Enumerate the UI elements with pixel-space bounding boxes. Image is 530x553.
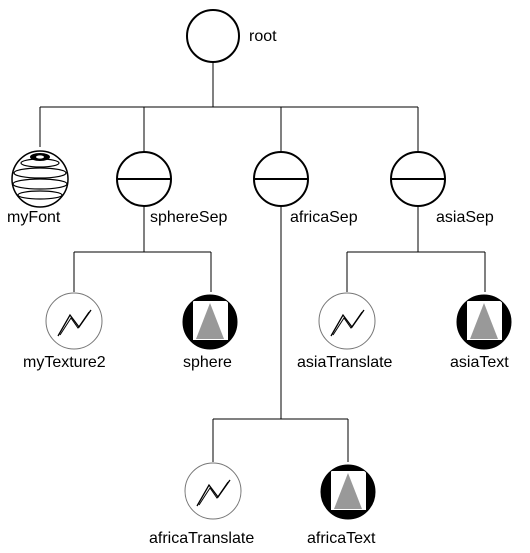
node-label: myTexture2 — [23, 354, 106, 371]
node-label: myFont — [7, 209, 61, 226]
node-sphere: sphere — [182, 294, 238, 371]
node-africaTranslate: africaTranslate — [149, 462, 254, 547]
node-label: asiaTranslate — [297, 354, 393, 371]
separator-node-icon — [390, 151, 446, 207]
node-myTexture2: myTexture2 — [23, 292, 106, 371]
separator-node-icon — [116, 151, 172, 207]
node-label: africaSep — [290, 209, 358, 226]
node-asiaText: asiaText — [450, 294, 512, 371]
connectors — [39, 63, 486, 462]
edge-africaSep-children — [212, 206, 349, 462]
node-label: sphere — [183, 354, 232, 371]
node-sphereSep: sphereSep — [116, 151, 227, 226]
edge-asiaSep-children — [346, 206, 486, 292]
node-label: root — [249, 28, 277, 45]
node-africaSep: africaSep — [253, 151, 358, 226]
node-label: asiaText — [450, 354, 509, 371]
transform-node-icon — [318, 292, 376, 350]
separator-node-icon — [253, 151, 309, 207]
node-label: africaText — [307, 530, 376, 547]
shape-node-icon — [182, 294, 238, 350]
node-label: asiaSep — [436, 209, 494, 226]
shape-node-icon — [320, 464, 376, 520]
node-label: sphereSep — [150, 209, 227, 226]
transform-node-icon — [184, 462, 242, 520]
node-myFont: myFont — [7, 150, 69, 226]
edge-root-children — [39, 63, 419, 152]
node-asiaSep: asiaSep — [390, 151, 494, 226]
group-node-icon — [186, 9, 240, 63]
node-asiaTranslate: asiaTranslate — [297, 292, 393, 371]
shape-node-icon — [456, 294, 512, 350]
node-africaText: africaText — [307, 464, 376, 547]
node-label: africaTranslate — [149, 530, 254, 547]
font-sphere-icon — [11, 150, 69, 208]
edge-sphereSep-children — [73, 206, 212, 292]
node-root: root — [186, 9, 277, 63]
transform-node-icon — [45, 292, 103, 350]
